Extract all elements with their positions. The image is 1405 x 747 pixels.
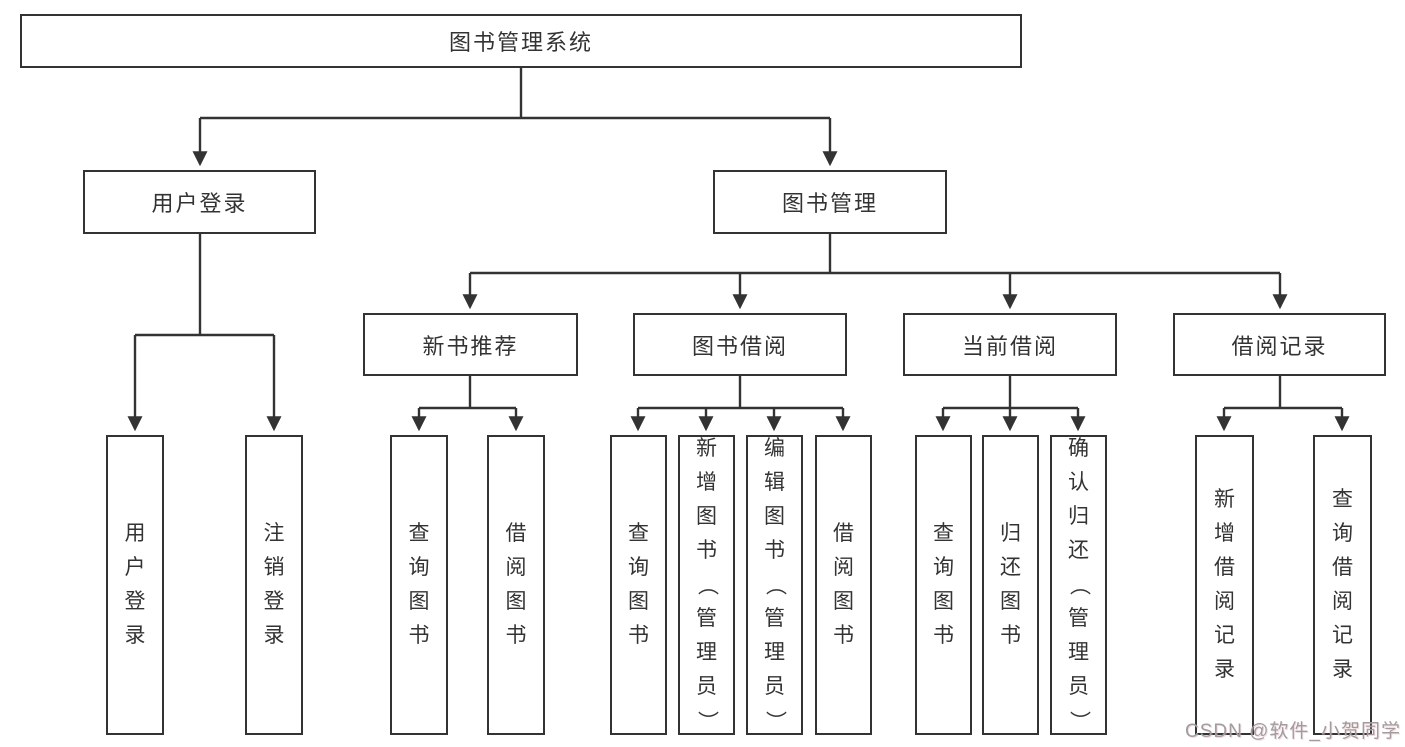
leaf-edit-book-admin: 编辑图书（管理员） [746,435,803,735]
node-borrow-records: 借阅记录 [1173,313,1386,376]
leaf-user-login: 用户登录 [106,435,164,735]
node-book-borrow: 图书借阅 [633,313,847,376]
leaf-borrow-books-recommend: 借阅图书 [487,435,545,735]
leaf-query-books-borrow: 查询图书 [610,435,667,735]
node-user-login: 用户登录 [83,170,316,234]
leaf-query-books-recommend: 查询图书 [390,435,448,735]
node-book-management: 图书管理 [713,170,947,234]
leaf-query-borrow-record: 查询借阅记录 [1313,435,1372,735]
leaf-add-book-admin: 新增图书（管理员） [678,435,735,735]
leaf-return-books: 归还图书 [982,435,1039,735]
node-library-system: 图书管理系统 [20,14,1022,68]
leaf-borrow-books: 借阅图书 [815,435,872,735]
watermark-text: CSDN @软件_小贺同学 [1185,721,1401,742]
leaf-confirm-return-admin: 确认归还（管理员） [1050,435,1107,735]
node-new-book-recommend: 新书推荐 [363,313,578,376]
leaf-logout-login: 注销登录 [245,435,303,735]
leaf-add-borrow-record: 新增借阅记录 [1195,435,1254,735]
leaf-query-books-current: 查询图书 [915,435,972,735]
node-current-borrow: 当前借阅 [903,313,1117,376]
